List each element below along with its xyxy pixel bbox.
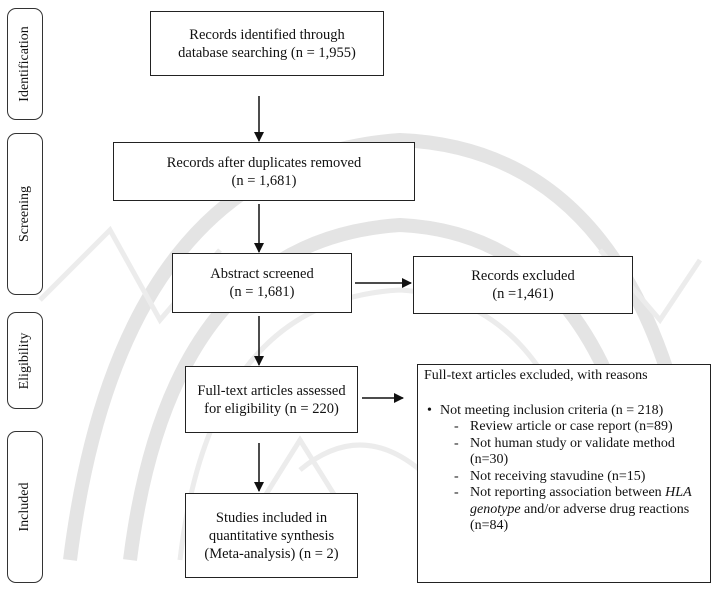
main-reason: • Not meeting inclusion criteria (n = 21…	[424, 403, 704, 420]
sub-reason: - Not reporting association between HLA …	[424, 485, 704, 535]
dash-icon: -	[454, 468, 459, 484]
studies-included-box: Studies included in quantitative synthes…	[185, 493, 358, 578]
box-line: (Meta-analysis) (n = 2)	[204, 545, 339, 562]
sub-reason-text: Not receiving stavudine (n=15)	[470, 468, 646, 484]
sub-reason-text-part: Not reporting association between	[470, 485, 662, 500]
box-line: database searching (n = 1,955)	[178, 44, 356, 61]
box-line: Records after duplicates removed	[166, 154, 362, 171]
stage-identification: Identification	[7, 8, 43, 120]
stage-label: Identification	[17, 26, 32, 102]
sub-reason: - Review article or case report (n=89)	[424, 419, 704, 436]
box-line: Abstract screened	[210, 266, 314, 282]
box-line: Records excluded	[471, 268, 575, 284]
sub-reason-text: Review article or case report (n=89)	[470, 419, 673, 434]
stage-included: Included	[7, 431, 43, 583]
box-line: Records identified through	[189, 26, 345, 43]
abstract-screened-box: Abstract screened (n = 1,681)	[172, 253, 352, 313]
records-excluded-box: Records excluded (n =1,461)	[413, 256, 633, 314]
excluded-heading: Full-text articles excluded, with reason…	[424, 368, 648, 383]
dash-icon: -	[454, 485, 459, 500]
box-line: Full-text articles assessed	[197, 382, 346, 399]
sub-reason-text-part: and/or adverse drug reactions (n=84)	[470, 501, 690, 534]
duplicates-removed-box: Records after duplicates removed (n = 1,…	[113, 142, 415, 201]
records-identified-box: Records identified through database sear…	[150, 11, 384, 76]
box-line: quantitative synthesis	[208, 527, 335, 544]
box-line: (n =1,461)	[492, 286, 554, 302]
bullet-icon: •	[427, 402, 432, 418]
dash-icon: -	[454, 435, 459, 451]
box-line: (n = 1,681)	[229, 284, 295, 300]
main-reason-text: Not meeting inclusion criteria (n = 218)	[440, 402, 664, 418]
sub-reason-text: Not human study or validate method (n=30…	[470, 435, 675, 468]
stage-eligibility: Eligibility	[7, 312, 43, 409]
hla-genotype-text: HLA genotype	[470, 485, 692, 517]
box-line: for eligibility (n = 220)	[204, 400, 339, 417]
stage-label: Screening	[17, 186, 32, 242]
dash-icon: -	[454, 419, 459, 434]
fulltext-assessed-box: Full-text articles assessed for eligibil…	[185, 366, 358, 433]
stage-label: Eligibility	[17, 332, 32, 389]
fulltext-excluded-box: Full-text articles excluded, with reason…	[417, 364, 711, 583]
stage-label: Included	[17, 482, 32, 532]
sub-reason: - Not human study or validate method (n=…	[424, 436, 704, 469]
stage-screening: Screening	[7, 133, 43, 295]
box-line: Studies included in	[215, 509, 328, 526]
box-line: (n = 1,681)	[231, 172, 297, 189]
sub-reason-text: Not reporting association between HLA ge…	[470, 485, 704, 535]
sub-reason: - Not receiving stavudine (n=15)	[424, 469, 704, 486]
